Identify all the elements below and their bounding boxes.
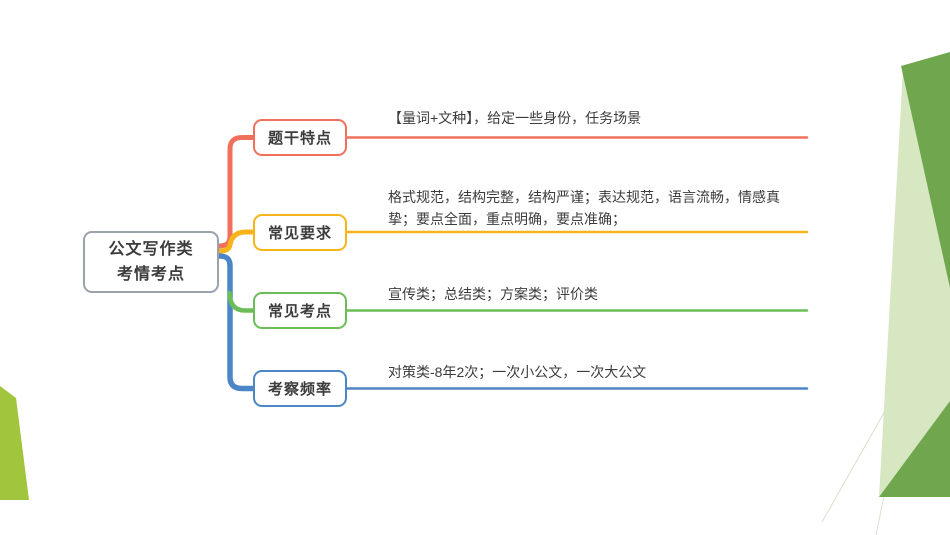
- branch-node-question-features[interactable]: 题干特点: [253, 119, 347, 156]
- branch-detail-common-test-points[interactable]: 宣传类；总结类；方案类；评价类: [388, 286, 598, 302]
- branch-detail-exam-frequency[interactable]: 对策类-8年2次；一次小公文，一次大公文: [388, 364, 647, 380]
- central-topic-label-line1: 公文写作类: [108, 241, 194, 258]
- branch-node-exam-frequency[interactable]: 考察频率: [253, 370, 347, 407]
- branch-line-trunk-4: [216, 253, 256, 392]
- branch-detail-question-features[interactable]: 【量词+文种】，给定一些身份，任务场景: [388, 110, 642, 126]
- pale-green-triangle: [879, 69, 950, 497]
- dark-green-triangle-top: [901, 52, 950, 288]
- branch-line-trunk-2: [216, 229, 256, 254]
- branch-node-label: 常见要求: [267, 225, 332, 242]
- branch-detail-common-requirements[interactable]: 格式规范，结构完整，结构严谨；表达规范，语言流畅，情感真挚；要点全面，重点明确，…: [388, 189, 780, 227]
- decorative-triangles-right: [821, 52, 950, 535]
- branch-node-label: 常见考点: [267, 303, 332, 320]
- branch-line-trunk-3: [227, 290, 256, 313]
- dark-green-triangle-bottom: [879, 401, 950, 497]
- central-topic-node[interactable]: 公文写作类 考情考点: [83, 231, 219, 293]
- branch-line-trunk-1: [216, 135, 256, 249]
- branch-node-label: 题干特点: [267, 130, 332, 147]
- branch-node-common-test-points[interactable]: 常见考点: [253, 292, 347, 329]
- branch-node-common-requirements[interactable]: 常见要求: [253, 214, 347, 251]
- decorative-wedge-bottom-left: [0, 386, 29, 500]
- central-topic-label-line2: 考情考点: [116, 266, 185, 283]
- branch-node-label: 考察频率: [267, 381, 332, 398]
